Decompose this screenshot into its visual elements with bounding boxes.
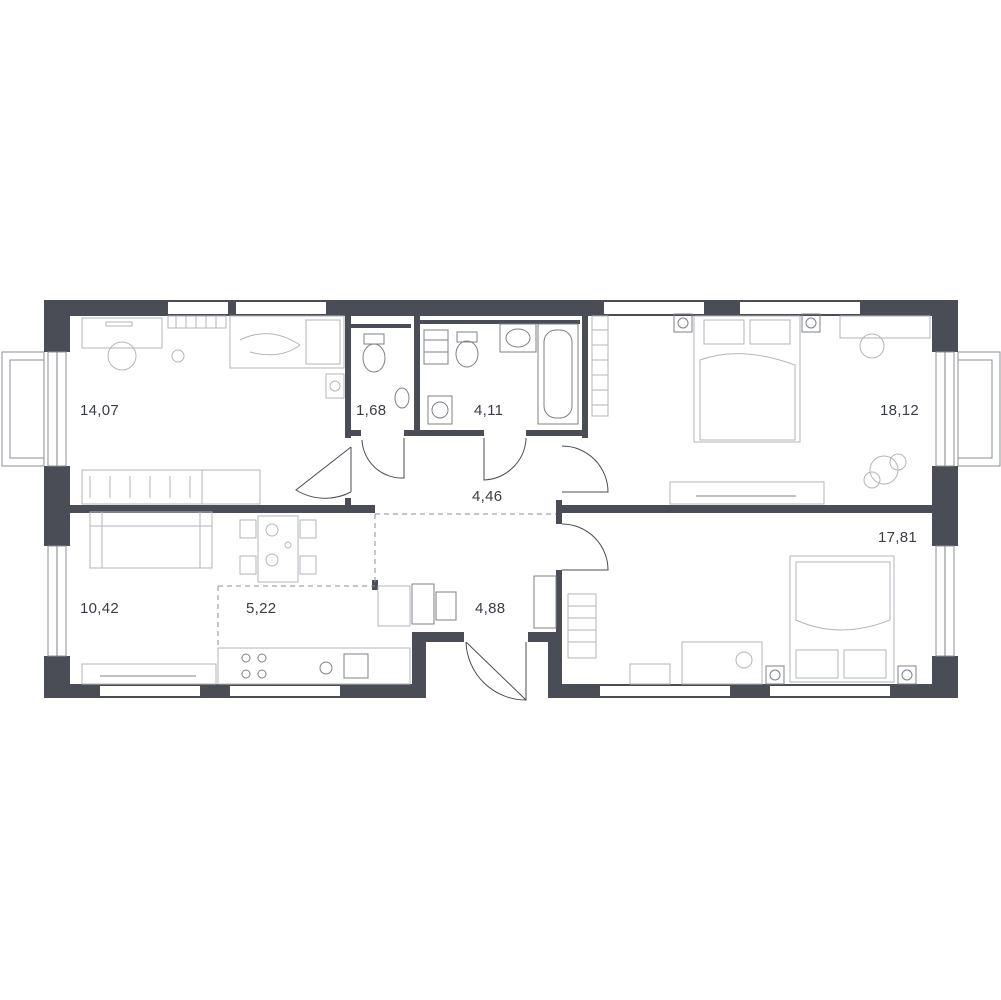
furniture-bathroom (362, 323, 579, 425)
furniture-bedroom-left (81, 315, 345, 505)
furniture-kitchen (217, 515, 457, 685)
area-label-bedroom-left: 14,07 (80, 402, 119, 419)
area-label-kitchen: 5,22 (246, 600, 276, 617)
interior-walls (70, 314, 932, 640)
zone-dividers (217, 513, 556, 684)
area-label-wc: 1,68 (356, 402, 386, 419)
balcony-right (957, 351, 1001, 467)
windows (47, 302, 955, 696)
area-label-bedroom-top-right: 18,12 (880, 402, 919, 419)
area-label-bathroom: 4,11 (474, 402, 503, 419)
area-label-entrance-hall: 4,88 (475, 600, 505, 617)
area-label-bedroom-bottom-right: 17,81 (878, 529, 917, 546)
furniture-bedroom-bottom-right (533, 555, 917, 685)
doors (295, 438, 609, 701)
area-label-hallway: 4,46 (472, 488, 502, 505)
area-label-living-room: 10,42 (80, 600, 119, 617)
furniture-living-room (81, 511, 217, 685)
area-labels: 14,07 1,68 4,11 18,12 4,46 10,42 5,22 4,… (80, 402, 919, 617)
balcony-left (1, 351, 45, 467)
furniture-bedroom-top-right (591, 313, 931, 505)
